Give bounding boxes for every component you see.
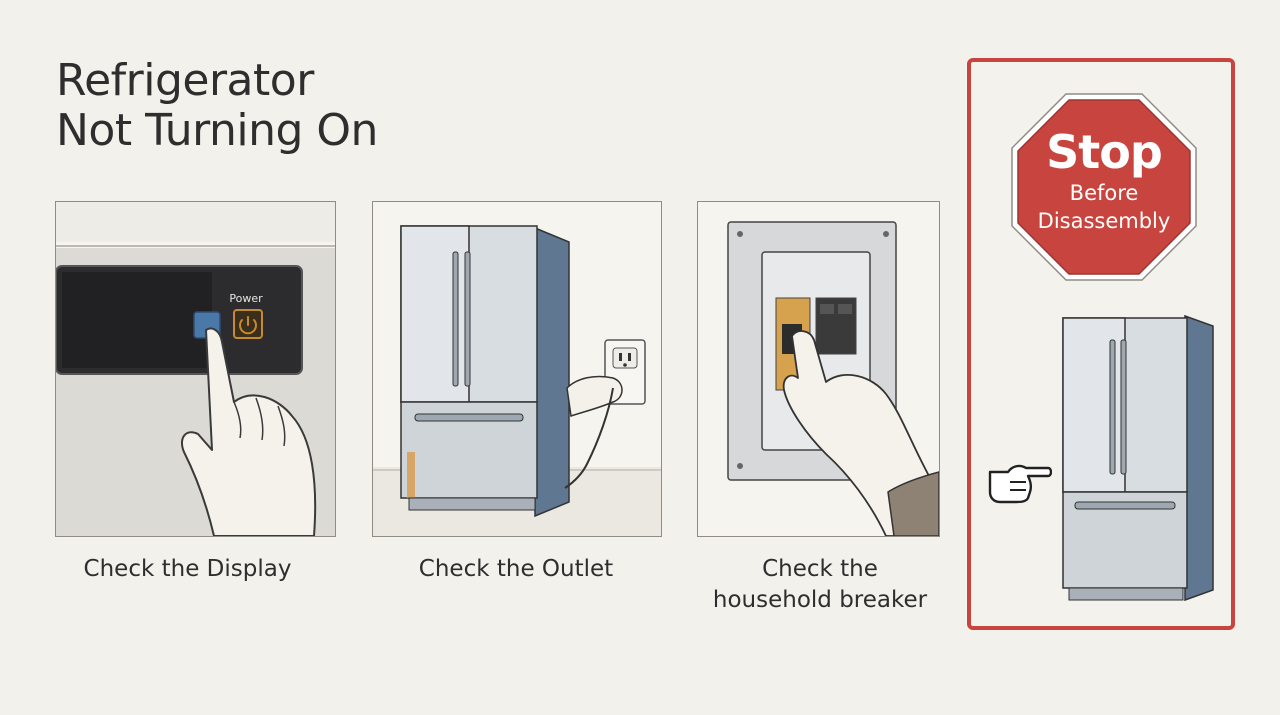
step-caption-breaker-line-1: Check the: [762, 556, 878, 582]
step-caption-display: Check the Display: [83, 556, 292, 582]
page-title: Refrigerator Not Turning On: [56, 56, 378, 156]
display-illustration: Power: [56, 202, 335, 536]
step-caption-breaker: Check the household breaker: [697, 554, 943, 616]
step-panel-display: Power: [55, 201, 336, 537]
pointing-hand-icon: [988, 464, 1052, 504]
breaker-illustration: [727, 221, 939, 536]
title-line-1: Refrigerator: [56, 55, 314, 106]
refrigerator-icon: [400, 225, 570, 518]
stop-subtitle-line-2: Disassembly: [1037, 209, 1171, 233]
step-caption-outlet: Check the Outlet: [418, 556, 614, 582]
power-label: Power: [229, 292, 263, 305]
stop-sign-icon: [1011, 93, 1197, 281]
step-caption-breaker-line-2: household breaker: [712, 587, 928, 613]
title-line-2: Not Turning On: [56, 105, 378, 156]
step-panel-outlet: [372, 201, 662, 537]
step-panel-breaker: [697, 201, 940, 537]
stop-title: Stop: [1046, 125, 1163, 179]
outlet-illustration: [373, 225, 661, 536]
power-icon[interactable]: [233, 309, 263, 339]
refrigerator-icon-warning: [1062, 314, 1214, 602]
stop-subtitle-line-1: Before: [1069, 181, 1139, 205]
